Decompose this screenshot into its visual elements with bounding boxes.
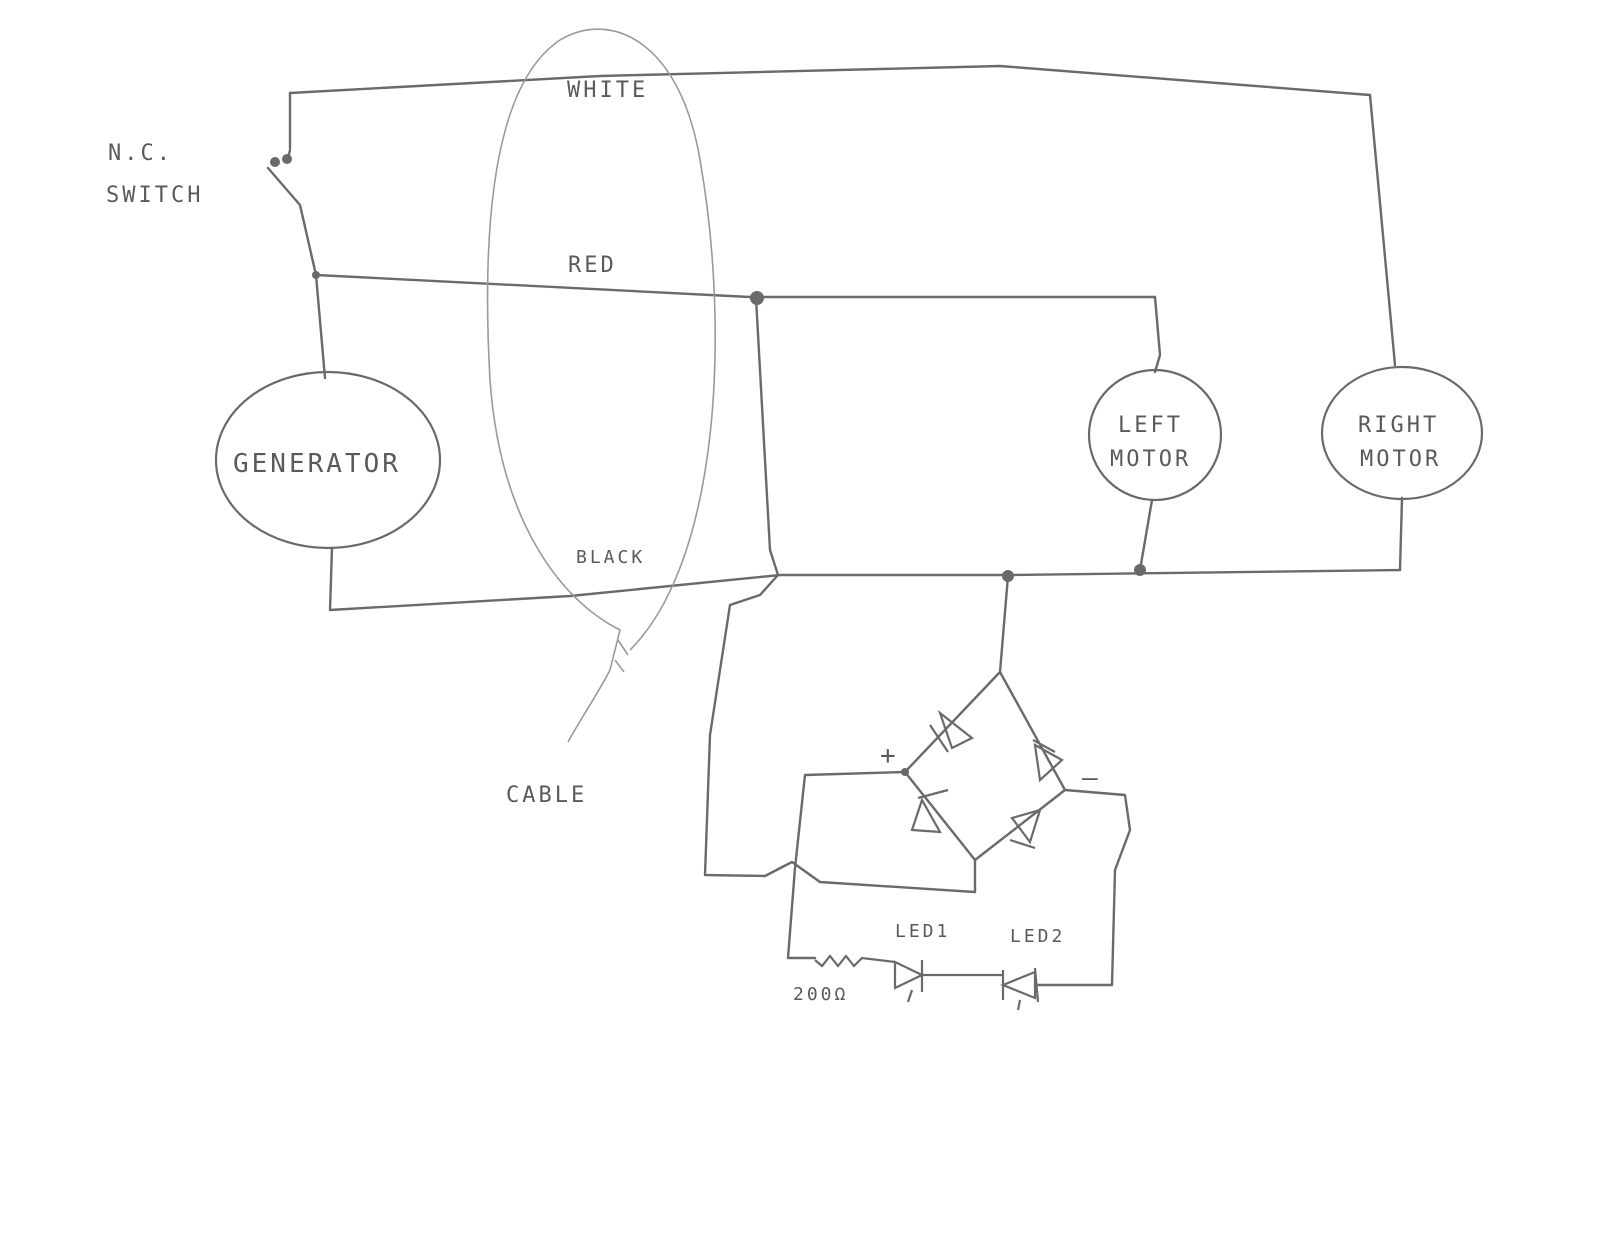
resistor-label: 200Ω [793,984,848,1005]
generator-circle [214,370,442,550]
left-motor-label-line1: LEFT [1118,413,1183,438]
right-motor-label-line1: RIGHT [1358,413,1439,438]
led2-symbol [1000,967,1040,1011]
cable-label: CABLE [506,783,587,808]
led1-label: LED1 [895,921,950,942]
white-wire-label: WHITE [567,78,648,103]
junction-black-left [1134,564,1146,576]
nc-switch [266,148,318,277]
resistor-200 [814,954,896,968]
black-wire [328,496,1404,674]
diode-3 [910,788,949,834]
right-motor-label-line2: MOTOR [1360,447,1441,472]
bridge-rectifier [901,570,1067,862]
cable-loop [486,28,716,743]
led1-symbol [893,960,1003,1003]
left-motor-circle [1087,368,1223,502]
diode-2 [1032,739,1064,783]
bridge-minus-label: – [1082,763,1101,793]
red-wire [314,273,1162,878]
generator-label: GENERATOR [233,449,401,479]
left-motor-label-line2: MOTOR [1110,447,1191,472]
diode-4 [1009,808,1042,850]
junction-red-switch [312,271,320,279]
white-wire [288,64,1397,367]
red-wire-label: RED [568,253,617,278]
diode-1 [929,709,975,753]
switch-label-line1: N.C. [108,141,173,166]
bridge-plus-label: + [880,741,899,771]
led2-label: LED2 [1010,926,1065,947]
right-motor-circle [1320,365,1484,501]
switch-label-line2: SWITCH [106,183,203,208]
junction-red-bridge [750,291,764,305]
led-circuit [763,770,1132,1011]
black-wire-label: BLACK [576,547,645,568]
